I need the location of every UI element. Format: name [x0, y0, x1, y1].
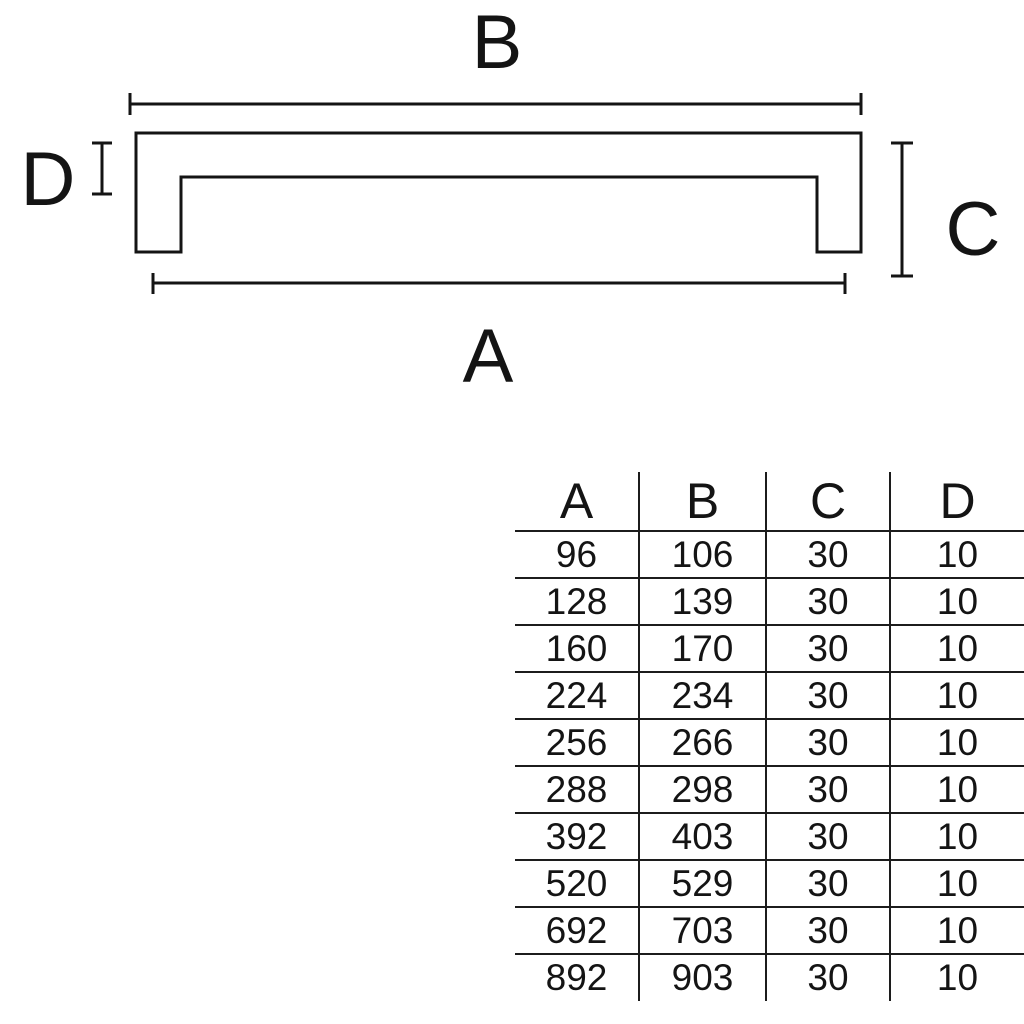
dim-label-a: A [463, 314, 514, 399]
dimension-a [151, 273, 847, 294]
cell-a: 288 [515, 765, 639, 813]
cell-b: 403 [638, 812, 766, 860]
table-row: 128 139 30 10 [515, 577, 1024, 625]
dimension-b [128, 93, 863, 115]
cell-d: 10 [889, 765, 1024, 813]
cell-a: 96 [515, 530, 639, 578]
dim-label-d: D [21, 137, 76, 222]
cell-b: 298 [638, 765, 766, 813]
cell-d: 10 [889, 577, 1024, 625]
cell-c: 30 [765, 812, 890, 860]
cell-c: 30 [765, 671, 890, 719]
table-row: 288 298 30 10 [515, 765, 1024, 813]
cell-d: 10 [889, 906, 1024, 954]
col-header-c: C [765, 472, 890, 531]
cell-b: 903 [638, 953, 766, 1001]
cell-a: 224 [515, 671, 639, 719]
table-row: 256 266 30 10 [515, 718, 1024, 766]
cell-a: 892 [515, 953, 639, 1001]
cell-c: 30 [765, 577, 890, 625]
cell-b: 266 [638, 718, 766, 766]
cell-a: 520 [515, 859, 639, 907]
table-row: 392 403 30 10 [515, 812, 1024, 860]
cell-b: 106 [638, 530, 766, 578]
table-row: 96 106 30 10 [515, 530, 1024, 578]
cell-a: 392 [515, 812, 639, 860]
cell-d: 10 [889, 953, 1024, 1001]
cell-a: 128 [515, 577, 639, 625]
table-row: 160 170 30 10 [515, 624, 1024, 672]
cell-c: 30 [765, 906, 890, 954]
table-row: 692 703 30 10 [515, 906, 1024, 954]
table-row: 520 529 30 10 [515, 859, 1024, 907]
col-header-b: B [638, 472, 766, 531]
dim-label-c: C [946, 187, 1001, 272]
table-row: 224 234 30 10 [515, 671, 1024, 719]
dim-label-b: B [472, 0, 523, 85]
dimension-d [92, 141, 112, 196]
table-header-row: A B C D [515, 472, 1024, 531]
cell-a: 256 [515, 718, 639, 766]
cell-b: 234 [638, 671, 766, 719]
dimension-c [891, 141, 913, 278]
cell-b: 170 [638, 624, 766, 672]
cell-c: 30 [765, 953, 890, 1001]
col-header-d: D [889, 472, 1024, 531]
cell-d: 10 [889, 671, 1024, 719]
dimension-table: A B C D 96 106 30 10 128 139 30 10 160 1… [515, 472, 1024, 1001]
cell-d: 10 [889, 812, 1024, 860]
cell-d: 10 [889, 859, 1024, 907]
cell-c: 30 [765, 624, 890, 672]
cell-a: 692 [515, 906, 639, 954]
cell-b: 703 [638, 906, 766, 954]
table-row: 892 903 30 10 [515, 953, 1024, 1001]
handle-outline [134, 131, 863, 254]
cell-c: 30 [765, 859, 890, 907]
cell-c: 30 [765, 765, 890, 813]
cell-d: 10 [889, 624, 1024, 672]
cell-d: 10 [889, 530, 1024, 578]
cell-d: 10 [889, 718, 1024, 766]
col-header-a: A [559, 473, 594, 529]
cell-c: 30 [765, 530, 890, 578]
handle-dimension-diagram: B D C A [21, 0, 1001, 399]
cell-c: 30 [765, 718, 890, 766]
cell-b: 139 [638, 577, 766, 625]
cell-a: 160 [515, 624, 639, 672]
cell-b: 529 [638, 859, 766, 907]
